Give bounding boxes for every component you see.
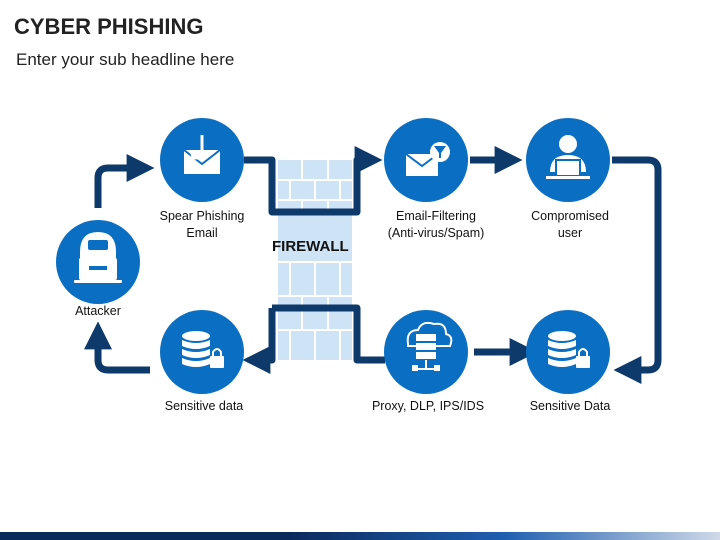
cloud-server-icon [406, 321, 453, 371]
footer-bar [0, 532, 720, 540]
user-at-laptop-icon [546, 135, 590, 179]
arrow-spear-to-firewall [244, 156, 352, 216]
firewall-label: FIREWALL [272, 238, 349, 255]
compromised-user-label: Compromised user [531, 208, 609, 242]
arrow-proxy-to-firewall [272, 304, 385, 364]
attacker-label: Attacker [75, 304, 121, 318]
phishing-email-hook-icon [183, 135, 221, 174]
email-filtering-label-line1: Email-Filtering [396, 209, 476, 223]
spear-phishing-label: Spear Phishing Email [160, 208, 245, 242]
sensitive-data-right-label: Sensitive Data [529, 399, 611, 413]
compromised-user-label-line1: Compromised [531, 209, 609, 223]
sensitive-data-right-node [526, 310, 610, 394]
email-filtering-node [384, 118, 468, 202]
page-title: CYBER PHISHING [14, 14, 204, 39]
spear-phishing-node [160, 118, 244, 202]
compromised-user-node [526, 118, 610, 202]
sensitive-data-left-node [160, 310, 244, 394]
spear-phishing-label-line2: Email [186, 226, 218, 240]
firewall-wall [278, 160, 352, 360]
database-lock-icon [182, 331, 224, 368]
arrow-firewall-to-filter [352, 146, 383, 216]
proxy-node [384, 310, 468, 394]
arrow-attacker-to-spear [94, 154, 155, 208]
attacker-node [56, 220, 140, 304]
proxy-label: Proxy, DLP, IPS/IDS [371, 399, 485, 413]
sensitive-data-left-label: Sensitive data [164, 399, 244, 413]
email-filter-icon [405, 142, 450, 176]
spear-phishing-label-line1: Spear Phishing [159, 209, 245, 223]
hacker-laptop-icon [74, 232, 122, 283]
email-filtering-label-line2: (Anti-virus/Spam) [387, 226, 485, 240]
page-subtitle: Enter your sub headline here [16, 50, 235, 69]
arrow-sensitive-left-to-attacker [84, 321, 150, 374]
database-lock-icon [548, 331, 590, 368]
compromised-user-label-line2: user [557, 226, 583, 240]
email-filtering-label: Email-Filtering (Anti-virus/Spam) [388, 208, 485, 242]
arrow-firewall-to-sensitive-left [242, 308, 276, 374]
arrow-compromised-to-sensitive [612, 156, 662, 384]
